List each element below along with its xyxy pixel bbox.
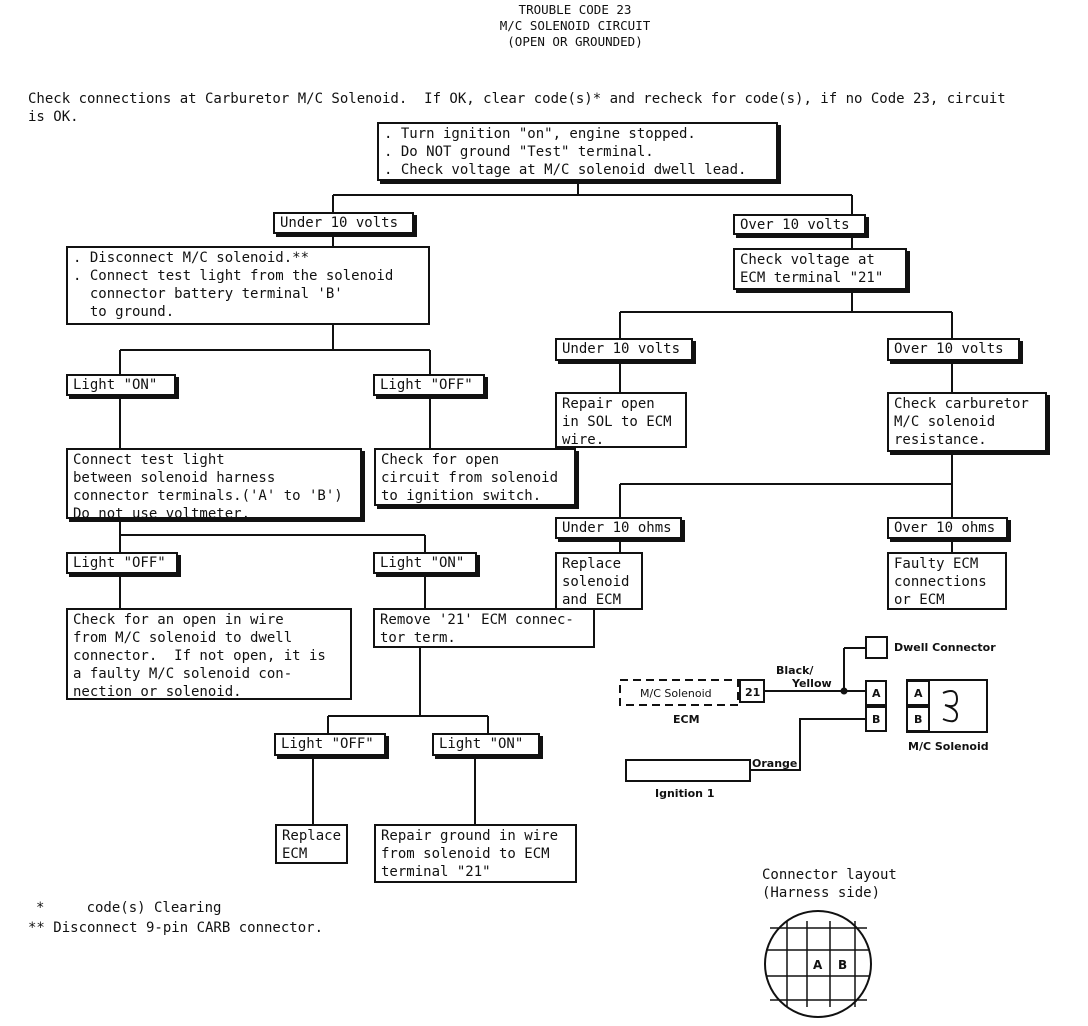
- solenoid-pin-b-label: B: [914, 713, 923, 726]
- ignition-1-label: Ignition 1: [655, 787, 715, 800]
- label-light-on-2: Light "ON": [373, 552, 477, 574]
- solenoid-coil: [942, 690, 959, 723]
- label-light-on-1: Light "ON": [66, 374, 176, 396]
- splice-dot: [840, 687, 848, 695]
- ecm-mc-solenoid-label: M/C Solenoid: [640, 687, 712, 700]
- orange-wire-label: Orange: [752, 757, 798, 770]
- label-over-10-volts: Over 10 volts: [733, 214, 866, 235]
- connector-layout-pin-b: B: [838, 958, 848, 972]
- title-line-1: TROUBLE CODE 23: [518, 2, 632, 17]
- label-light-on-3: Light "ON": [432, 733, 540, 756]
- step-connect-test-light: Connect test light between solenoid harn…: [66, 448, 362, 522]
- step-check-ecm-terminal-21: Check voltage at ECM terminal "21": [733, 248, 907, 290]
- label-light-off-2: Light "OFF": [66, 552, 178, 574]
- step-start: . Turn ignition "on", engine stopped. . …: [377, 122, 778, 181]
- step-repair-open: Repair open in SOL to ECM wire.: [555, 392, 687, 448]
- label-under-10-ohms: Under 10 ohms: [555, 517, 682, 539]
- ecm-outline: [619, 679, 739, 706]
- step-replace-ecm: Replace ECM: [275, 824, 348, 864]
- connector-layout-pin-a: A: [813, 958, 823, 972]
- harness-pin-a-label: A: [872, 687, 881, 700]
- label-over-10-ohms: Over 10 ohms: [887, 517, 1008, 539]
- solenoid-pin-a-label: A: [914, 687, 923, 700]
- intro-text: Check connections at Carburetor M/C Sole…: [28, 91, 1006, 125]
- harness-pin-b-label: B: [872, 713, 881, 726]
- label-light-off-3: Light "OFF": [274, 733, 386, 756]
- step-replace-solenoid: Replace solenoid and ECM: [555, 552, 643, 610]
- ignition-1-box: [625, 759, 751, 782]
- harness-pin-a-box: [865, 680, 887, 706]
- step-disconnect-solenoid: . Disconnect M/C solenoid.** . Connect t…: [66, 246, 430, 325]
- ecm-label: ECM: [673, 713, 700, 726]
- black-yellow-label-1: Black/: [776, 664, 814, 677]
- dwell-connector-label: Dwell Connector: [894, 641, 996, 654]
- label-under-10-volts-b: Under 10 volts: [555, 338, 693, 361]
- dwell-connector-box: [865, 636, 888, 659]
- step-check-carburetor: Check carburetor M/C solenoid resistance…: [887, 392, 1047, 452]
- step-remove-21-terminal: Remove '21' ECM connec- tor term.: [373, 608, 595, 648]
- ecm-terminal-21-label: 21: [745, 686, 761, 699]
- black-yellow-label-2: Yellow: [792, 677, 832, 690]
- title-line-3: (OPEN OR GROUNDED): [507, 34, 643, 49]
- connector-layout-graphic: [764, 910, 872, 1018]
- footnote-2: ** Disconnect 9-pin CARB connector.: [28, 920, 324, 936]
- footnote-1: * code(s) Clearing: [36, 900, 222, 916]
- connector-layout-title: Connector layout (Harness side): [762, 867, 897, 901]
- step-faulty-ecm: Faulty ECM connections or ECM: [887, 552, 1007, 610]
- step-check-open-wire: Check for an open in wire from M/C solen…: [66, 608, 352, 700]
- label-light-off-1: Light "OFF": [373, 374, 485, 396]
- step-check-open-ignition: Check for open circuit from solenoid to …: [374, 448, 576, 506]
- title-line-2: M/C SOLENOID CIRCUIT: [499, 18, 651, 33]
- mc-solenoid-label: M/C Solenoid: [908, 740, 989, 753]
- label-under-10-volts: Under 10 volts: [273, 212, 414, 234]
- step-repair-ground: Repair ground in wire from solenoid to E…: [374, 824, 577, 883]
- label-over-10-volts-b: Over 10 volts: [887, 338, 1020, 361]
